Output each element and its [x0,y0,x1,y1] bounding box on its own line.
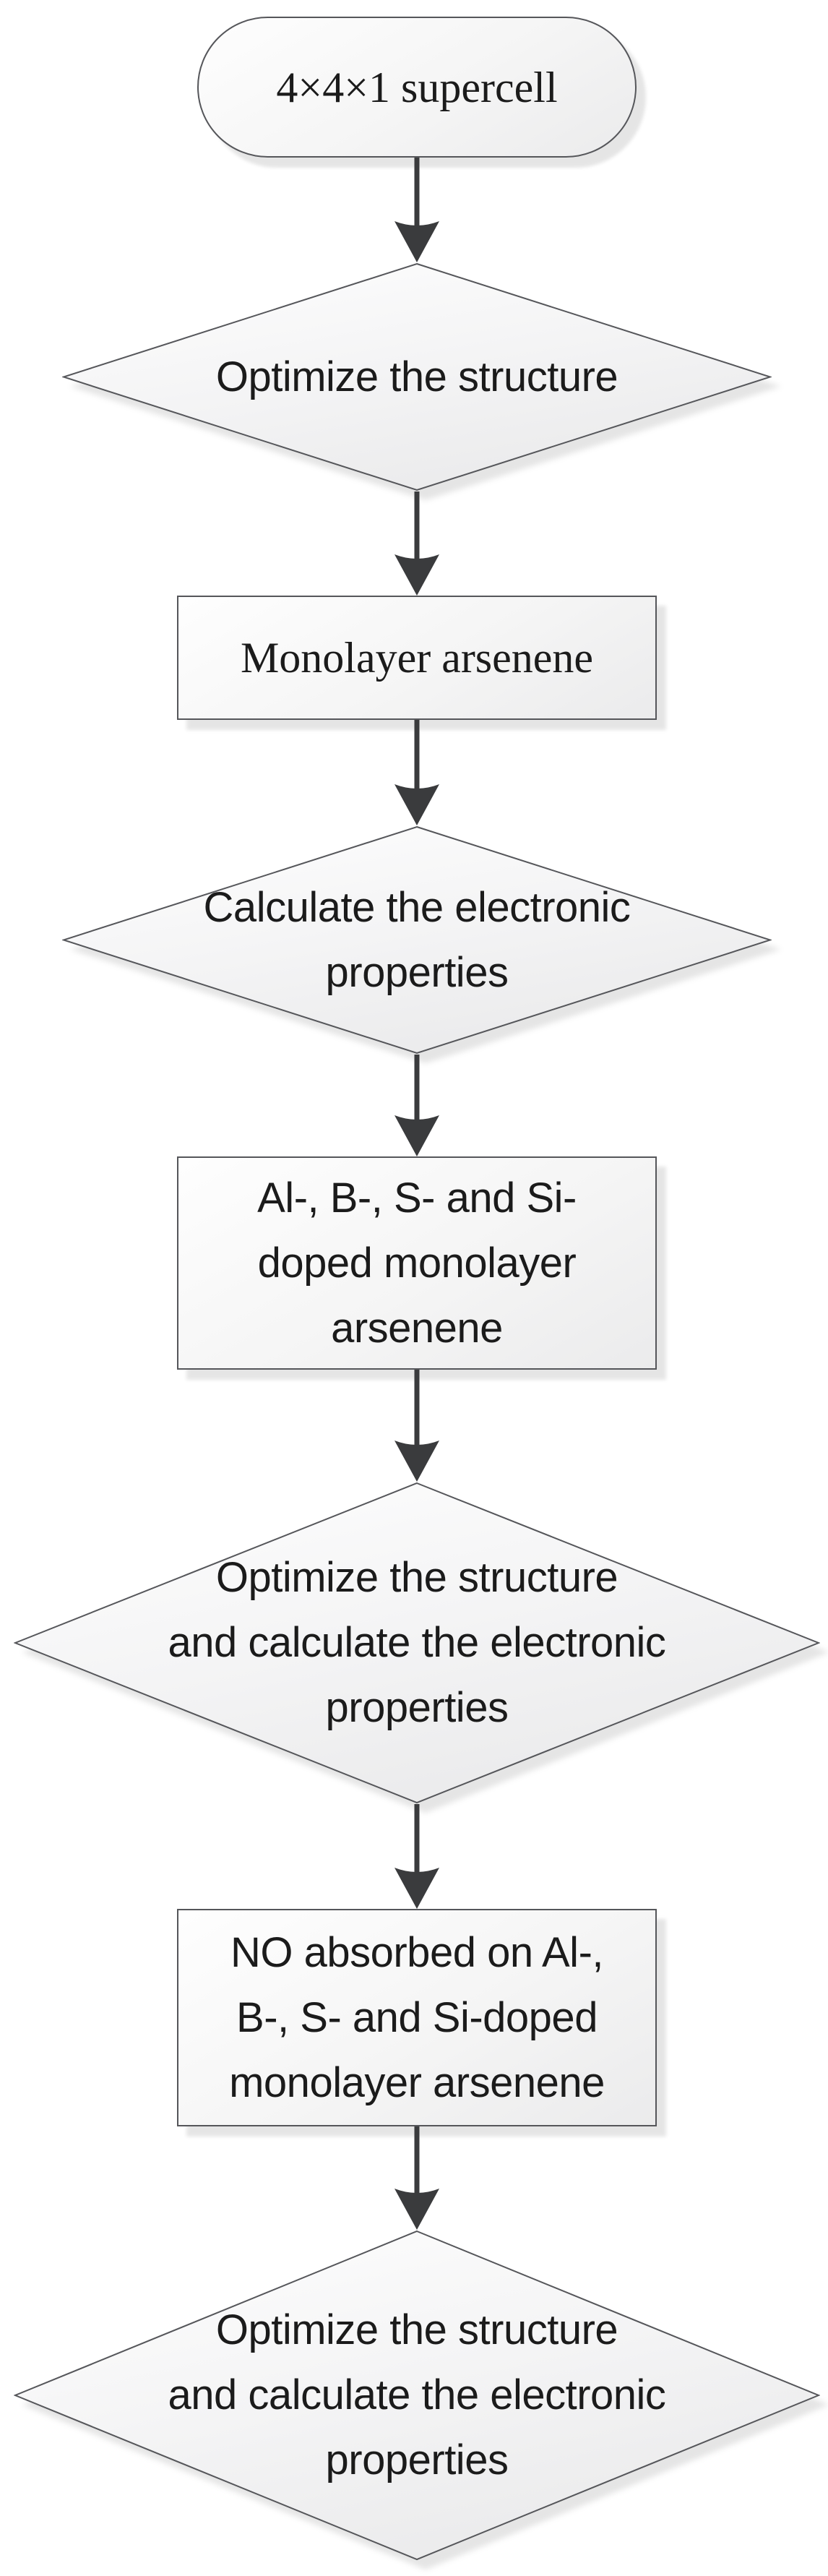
process-doped-monolayer-arsenene: Al-, B-, S- and Si- doped monolayer arse… [177,1156,657,1370]
decision-optimize-structure: Optimize the structure [62,262,772,491]
flow-arrow-6 [394,1804,439,1909]
flow-arrow-3 [394,720,439,825]
process-monolayer-arsenene-label: Monolayer arsenene [240,634,594,682]
flow-arrow-5 [394,1370,439,1482]
decision-optimize-and-calculate-1-label: Optimize the structure and calculate the… [168,1554,666,1731]
decision-optimize-and-calculate-1: Optimize the structure and calculate the… [14,1482,820,1804]
diamond-shape [62,825,772,1055]
decision-calculate-electronic-properties-label: Calculate the electronic properties [203,883,631,996]
terminator-supercell: 4×4×1 supercell [197,17,637,158]
process-no-absorbed-label: NO absorbed on Al-, B-, S- and Si-doped … [229,1928,605,2106]
diamond-shape [14,2230,820,2561]
process-doped-monolayer-arsenene-label: Al-, B-, S- and Si- doped monolayer arse… [257,1174,577,1352]
decision-optimize-and-calculate-2: Optimize the structure and calculate the… [14,2230,820,2561]
diamond-shape [62,262,772,491]
terminator-supercell-label: 4×4×1 supercell [276,63,558,111]
process-no-absorbed: NO absorbed on Al-, B-, S- and Si-doped … [177,1909,657,2126]
decision-optimize-structure-label: Optimize the structure [215,353,618,400]
process-monolayer-arsenene: Monolayer arsenene [177,596,657,720]
flow-arrow-4 [394,1055,439,1156]
decision-calculate-electronic-properties: Calculate the electronic properties [62,825,772,1055]
flow-arrow-2 [394,491,439,596]
flow-arrow-7 [394,2126,439,2230]
diamond-shape [14,1482,820,1804]
decision-optimize-and-calculate-2-label: Optimize the structure and calculate the… [168,2306,666,2483]
flow-arrow-1 [394,158,439,262]
